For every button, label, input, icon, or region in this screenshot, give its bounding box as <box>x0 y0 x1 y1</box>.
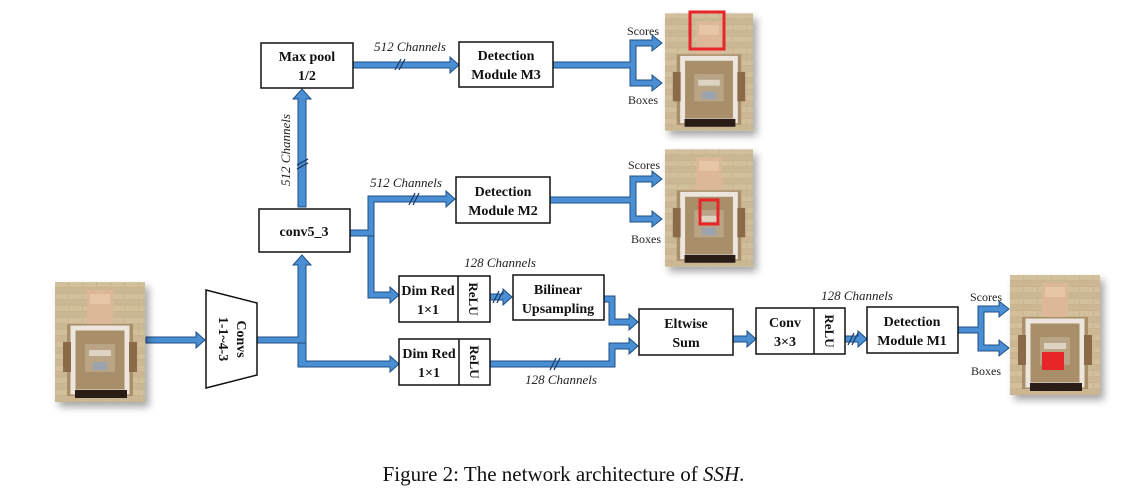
arrow-conv5-to-dimred-top <box>367 235 400 305</box>
eltwise-line1: Eltwise <box>664 317 708 332</box>
tick-mark <box>847 332 855 346</box>
arrow-m2-outputs <box>549 169 663 229</box>
conv3x3-relu: ReLU <box>822 314 837 348</box>
dimred-top-line1: Dim Red <box>401 284 454 299</box>
channel-label-conv5-m2: 512 Channels <box>370 175 442 190</box>
m1-scores-label: Scores <box>970 290 1002 304</box>
output-photo-m1 <box>1010 275 1100 395</box>
block-detection-m3: Detection Module M3 <box>458 41 554 88</box>
conv5-3-label: conv5_3 <box>280 225 329 240</box>
block-detection-m1: Detection Module M1 <box>866 306 959 354</box>
arrow-dimred-to-bilinear <box>489 287 513 307</box>
tick-mark <box>394 58 402 71</box>
detection-box-red <box>1042 352 1064 370</box>
dimred-top-line2: 1×1 <box>417 303 439 318</box>
tick-mark <box>296 162 309 170</box>
m2-label-line1: Detection <box>475 185 532 200</box>
block-conv5-3: conv5_3 <box>258 208 351 253</box>
channel-ticks <box>296 58 859 371</box>
maxpool-label-line1: Max pool <box>279 50 336 65</box>
m2-boxes-label: Boxes <box>631 232 661 246</box>
arrow-m3-outputs <box>552 33 663 93</box>
arrow-conv5-to-maxpool <box>291 88 313 208</box>
channel-label-conv5-maxpool: 512 Channels <box>278 114 293 186</box>
m3-scores-label: Scores <box>627 24 659 38</box>
block-bilinear-upsampling: Bilinear Upsampling <box>512 274 605 321</box>
m3-boxes-label: Boxes <box>628 93 658 107</box>
convs-label-line1: Convs <box>233 320 248 358</box>
arrow-m1-outputs <box>957 299 1010 358</box>
m1-label-line2: Module M1 <box>877 334 947 349</box>
channel-label-conv-m1: 128 Channels <box>821 288 893 303</box>
tick-mark <box>408 192 416 206</box>
m1-label-line1: Detection <box>884 315 941 330</box>
arrows <box>145 33 1010 374</box>
block-eltwise-sum: Eltwise Sum <box>638 308 734 356</box>
bilinear-line2: Upsampling <box>522 302 594 317</box>
block-maxpool: Max pool 1/2 <box>260 42 354 89</box>
figure-caption: Figure 2: The network architecture of SS… <box>0 462 1127 487</box>
arrow-input-to-convs <box>145 330 206 350</box>
block-convs: Convs 1-1~4-3 <box>205 289 258 389</box>
m1-boxes-label: Boxes <box>971 364 1001 378</box>
tick-mark <box>851 332 859 346</box>
bilinear-line1: Bilinear <box>534 283 582 298</box>
m2-scores-label: Scores <box>628 158 660 172</box>
arrow-bilinear-to-eltwise <box>603 295 639 332</box>
conv3x3-line1: Conv <box>769 316 801 331</box>
m3-label-line2: Module M3 <box>471 68 541 83</box>
arrow-maxpool-to-m3 <box>352 55 460 75</box>
tick-mark <box>549 357 557 371</box>
channel-label-dimred-bottom-sum: 128 Channels <box>525 372 597 387</box>
tick-mark <box>296 158 309 166</box>
dimred-bottom-line2: 1×1 <box>418 366 440 381</box>
detection-box-red <box>698 198 720 226</box>
arrow-conv-to-m1 <box>844 329 868 349</box>
conv3x3-line2: 3×3 <box>774 335 796 350</box>
block-dimred-top: Dim Red 1×1 ReLU <box>398 275 491 323</box>
caption-suffix: . <box>739 462 745 486</box>
dimred-bottom-line1: Dim Red <box>402 347 455 362</box>
tick-mark <box>398 58 406 71</box>
arrow-eltwise-to-conv <box>732 329 757 349</box>
block-dimred-bottom: Dim Red 1×1 ReLU <box>398 338 491 386</box>
channel-label-dimred-bilinear: 128 Channels <box>464 255 536 270</box>
tick-mark <box>412 192 420 206</box>
arrow-convs-trunk <box>256 254 313 344</box>
block-detection-m2: Detection Module M2 <box>455 176 551 224</box>
output-photo-m3 <box>665 10 753 131</box>
tick-mark <box>492 290 500 304</box>
block-conv3x3: Conv 3×3 ReLU <box>755 307 846 355</box>
tick-mark <box>496 290 504 304</box>
eltwise-line2: Sum <box>672 336 700 351</box>
arrow-trunk-to-dimred-bottom <box>297 342 400 374</box>
m2-label-line2: Module M2 <box>468 204 538 219</box>
arrow-conv5-to-m2 <box>349 189 456 237</box>
dimred-bottom-relu: ReLU <box>467 345 482 379</box>
convs-label-line2: 1-1~4-3 <box>215 317 230 362</box>
maxpool-label-line2: 1/2 <box>298 69 316 84</box>
channel-label-maxpool-m3: 512 Channels <box>374 39 446 54</box>
m3-label-line1: Detection <box>478 49 535 64</box>
dimred-top-relu: ReLU <box>466 282 481 316</box>
tick-mark <box>553 357 561 371</box>
detection-box-red <box>688 10 726 51</box>
caption-emph: SSH <box>702 462 740 486</box>
input-photo <box>55 282 145 402</box>
arrow-dimred-bottom-to-eltwise <box>489 336 639 368</box>
caption-prefix: Figure 2: The network architecture of <box>382 462 703 486</box>
output-photo-m2 <box>665 149 753 266</box>
